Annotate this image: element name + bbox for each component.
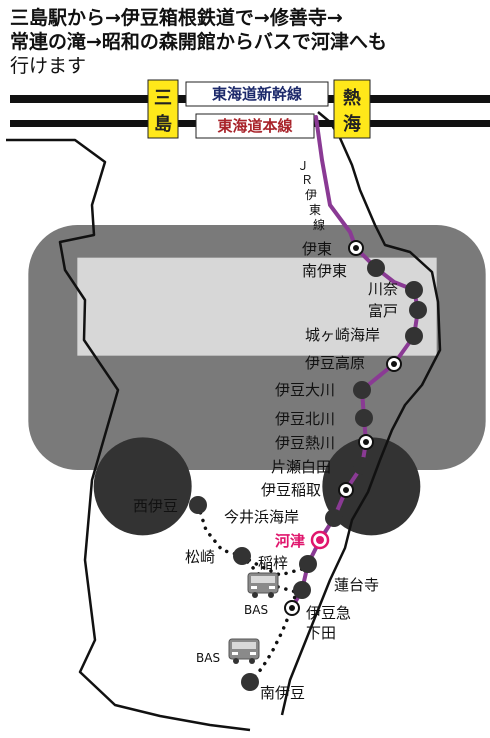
stop-nishiizu [189, 496, 207, 514]
label-minami-ito: 南伊東 [302, 262, 347, 280]
ito-line-char-3: 伊 [305, 188, 317, 202]
ito-line-char-4: 東 [309, 203, 321, 217]
ito-line-label: Ｊ Ｒ 伊 東 線 [297, 159, 325, 232]
mishima-char-1: 三 [154, 88, 172, 109]
label-minamiizu: 南伊豆 [260, 684, 305, 702]
station-inazusa [299, 555, 317, 573]
bus-route-minamiizu [240, 554, 299, 684]
bus-icon [228, 638, 260, 665]
shinkansen-label-box: 東海道新幹線 [185, 81, 329, 107]
label-jogasaki: 城ヶ崎海岸 [305, 326, 380, 344]
ito-line-char-2: Ｒ [301, 173, 313, 187]
bus-label-2: BAS [196, 651, 220, 665]
label-imaihama: 今井浜海岸 [224, 508, 299, 526]
mishima-box: 三 島 [147, 79, 179, 139]
ito-line-char-1: Ｊ [297, 159, 309, 173]
label-futo: 富戸 [368, 302, 398, 320]
station-kawazu [310, 530, 330, 550]
label-izukogen: 伊豆高原 [305, 354, 365, 372]
label-shimoda-1: 伊豆急 [306, 604, 351, 622]
label-ito: 伊東 [302, 240, 332, 258]
bus-icon [247, 572, 279, 599]
peninsula-coastline [6, 138, 251, 732]
label-rendaiji: 蓮台寺 [334, 576, 379, 594]
station-inatori [338, 482, 354, 498]
label-izuokawa: 伊豆大川 [275, 381, 335, 399]
station-futo [409, 301, 427, 319]
east-coastline [280, 111, 442, 716]
heading-line-2: 常連の滝→昭和の森開館からバスで河津へも [10, 30, 486, 536]
atami-box: 熱 海 [333, 79, 371, 139]
label-matsuzaki: 松崎 [185, 548, 215, 566]
stop-minamiizu [241, 673, 259, 691]
label-kawana: 川奈 [368, 280, 398, 298]
station-izuhokkawa [355, 409, 373, 427]
station-izukogen [386, 356, 402, 372]
label-nishiizu: 西伊豆 [133, 497, 178, 515]
station-shimoda [284, 600, 300, 616]
heading-line-2a: 常連の滝→昭和の森開館から [10, 31, 254, 53]
heading-line-2b: バスで河津へも [253, 31, 387, 53]
station-minami-ito [367, 259, 385, 277]
atami-char-2: 海 [343, 113, 361, 135]
station-izuatagawa [358, 434, 374, 450]
heading-line-1: 三島駅から→伊豆箱根鉄道で→修善寺→ [10, 7, 343, 29]
shinkansen-label: 東海道新幹線 [212, 85, 302, 103]
station-jogasaki [405, 327, 423, 345]
honsen-label-box: 東海道本線 [195, 113, 315, 139]
mishima-char-2: 島 [154, 113, 172, 135]
bus-label-1: BAS [244, 603, 268, 617]
ito-line-char-5: 線 [313, 217, 325, 232]
label-katase: 片瀬白田 [271, 458, 331, 476]
bus-icon [28, 225, 486, 536]
label-kawazu: 河津 [275, 532, 305, 550]
label-izuhokkawa: 伊豆北川 [275, 410, 335, 428]
stop-matsuzaki [233, 547, 251, 565]
honsen-label: 東海道本線 [217, 117, 292, 135]
station-ito [348, 240, 364, 256]
label-inazusa: 稲梓 [258, 554, 288, 572]
label-inatori: 伊豆稲取 [261, 481, 321, 499]
map-heading: 三島駅から→伊豆箱根鉄道で→修善寺→ 常連の滝→昭和の森開館からバスで河津へも … [10, 6, 486, 536]
atami-char-1: 熱 [343, 87, 361, 109]
station-kawana [405, 281, 423, 299]
label-shimoda-2: 下田 [306, 624, 336, 642]
station-imaihama [325, 509, 343, 527]
label-izuatagawa: 伊豆熱川 [275, 434, 335, 452]
heading-line-3: 行けます [10, 55, 87, 77]
station-izuokawa [353, 381, 371, 399]
station-katase [353, 457, 371, 475]
station-rendaiji [293, 581, 311, 599]
